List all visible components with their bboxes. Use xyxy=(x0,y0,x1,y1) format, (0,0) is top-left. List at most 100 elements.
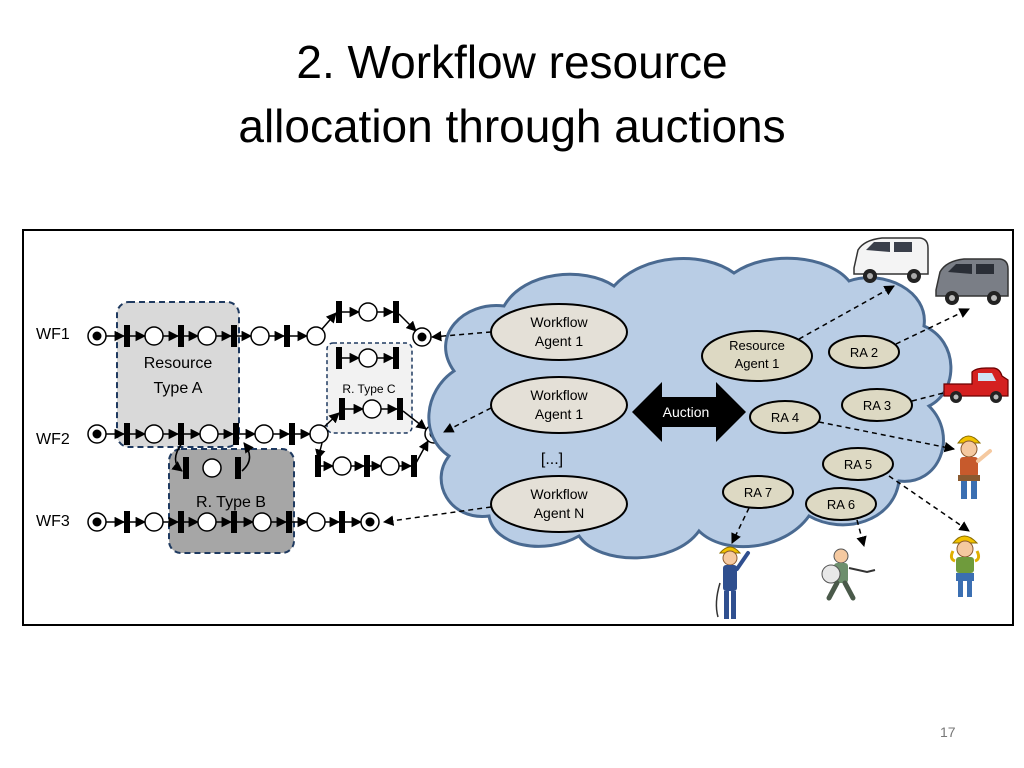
petri-place xyxy=(309,424,329,444)
petri-transition xyxy=(286,511,292,533)
connector-ra2-grey-van xyxy=(895,308,970,345)
page-number: 17 xyxy=(940,724,956,740)
workflow-agent-1-middle xyxy=(490,376,628,434)
petri-transition xyxy=(231,325,237,347)
wf3-label: WF3 xyxy=(36,513,70,530)
petri-token xyxy=(92,331,102,341)
petri-place xyxy=(254,424,274,444)
petri-transition xyxy=(339,398,345,420)
petri-transition xyxy=(178,325,184,347)
connector-agent1-wf1 xyxy=(430,330,492,342)
connector-ra7-electrician xyxy=(731,507,750,544)
petri-transition xyxy=(178,423,184,445)
slide-title: 2. Workflow resource allocation through … xyxy=(0,30,1024,158)
petri-transition xyxy=(393,347,399,369)
petri-place xyxy=(197,326,217,346)
resource-agent-4 xyxy=(749,400,821,434)
resource-type-a-label-1: Resource xyxy=(144,355,213,372)
workflow-agent-n-line1: Workflow xyxy=(530,486,588,502)
resource-agent-2 xyxy=(828,335,900,369)
resource-agent-1-line1: Resource xyxy=(729,338,785,353)
diagram-canvas: Resource Type A R. Type B R. Type C WF1 … xyxy=(36,237,1009,619)
resource-type-c-label: R. Type C xyxy=(342,382,395,396)
petri-place xyxy=(252,512,272,532)
resource-agent-1 xyxy=(701,330,813,382)
connector-ra1-white-van xyxy=(798,285,895,340)
petri-transition xyxy=(233,423,239,445)
workflow-agent-n xyxy=(490,475,628,533)
grey-van-icon xyxy=(935,258,1009,305)
petri-token xyxy=(92,517,102,527)
petri-place xyxy=(144,512,164,532)
petri-place xyxy=(332,456,352,476)
petri-transition xyxy=(339,511,345,533)
resource-agent-5 xyxy=(822,447,894,481)
petri-transition xyxy=(124,423,130,445)
petri-place xyxy=(362,399,382,419)
petri-transition xyxy=(336,347,342,369)
petri-net-group xyxy=(87,301,444,533)
workflow-agent-1-middle-line2: Agent 1 xyxy=(535,406,583,422)
petri-place xyxy=(199,424,219,444)
petri-arc xyxy=(321,312,337,330)
petri-arc xyxy=(402,410,427,430)
petri-place xyxy=(202,458,222,478)
petri-place xyxy=(250,326,270,346)
petri-transition xyxy=(289,423,295,445)
petri-place xyxy=(197,512,217,532)
agents-ellipsis: [...] xyxy=(541,451,563,468)
workflow-agent-1-top-line1: Workflow xyxy=(530,314,588,330)
auction-label: Auction xyxy=(663,404,710,420)
resource-agent-6 xyxy=(805,487,877,521)
petri-transition xyxy=(124,325,130,347)
petri-token xyxy=(92,429,102,439)
workflow-agent-1-middle-line1: Workflow xyxy=(530,387,588,403)
resource-agent-6-label: RA 6 xyxy=(827,497,855,512)
title-line-2: allocation through auctions xyxy=(238,100,786,152)
electrician-icon xyxy=(715,546,750,619)
petri-arc xyxy=(398,313,417,332)
petri-place xyxy=(144,326,164,346)
petri-transition xyxy=(235,457,241,479)
resource-agent-3-label: RA 3 xyxy=(863,398,891,413)
petri-transition xyxy=(397,398,403,420)
petri-token xyxy=(365,517,375,527)
petri-place xyxy=(144,424,164,444)
resource-type-b-label: R. Type B xyxy=(196,494,266,511)
construction-worker-icon xyxy=(957,435,992,499)
petri-transition xyxy=(336,301,342,323)
petri-place xyxy=(306,512,326,532)
petri-arc xyxy=(415,440,429,464)
resource-agent-7 xyxy=(722,475,794,509)
petri-place xyxy=(380,456,400,476)
petri-transition xyxy=(231,511,237,533)
workflow-agent-n-line2: Agent N xyxy=(534,505,585,521)
resource-agent-3 xyxy=(841,388,913,422)
title-line-1: 2. Workflow resource xyxy=(296,36,728,88)
petri-transition xyxy=(124,511,130,533)
petri-place xyxy=(358,302,378,322)
connector-ra6-plumber xyxy=(856,519,867,548)
white-van-icon xyxy=(853,237,929,283)
petri-transition xyxy=(178,511,184,533)
wf1-label: WF1 xyxy=(36,326,70,343)
workflow-agent-1-top-line2: Agent 1 xyxy=(535,333,583,349)
resource-agent-4-label: RA 4 xyxy=(771,410,799,425)
petri-token xyxy=(417,332,427,342)
petri-loop-arc xyxy=(241,442,254,472)
petri-transition xyxy=(364,455,370,477)
child-worker-icon xyxy=(949,535,981,597)
plumber-icon xyxy=(821,548,876,601)
auction-arrow xyxy=(632,382,746,442)
petri-loop-arc xyxy=(171,442,183,472)
wf2-label: WF2 xyxy=(36,431,70,448)
resource-agent-7-label: RA 7 xyxy=(744,485,772,500)
petri-place xyxy=(306,326,326,346)
red-pickup-truck-icon xyxy=(943,367,1009,403)
petri-place xyxy=(358,348,378,368)
petri-transition xyxy=(393,301,399,323)
resource-allocation-diagram: Resource Type A R. Type B R. Type C WF1 … xyxy=(22,229,1014,626)
resource-agent-2-label: RA 2 xyxy=(850,345,878,360)
petri-transition xyxy=(183,457,189,479)
petri-transition xyxy=(411,455,417,477)
